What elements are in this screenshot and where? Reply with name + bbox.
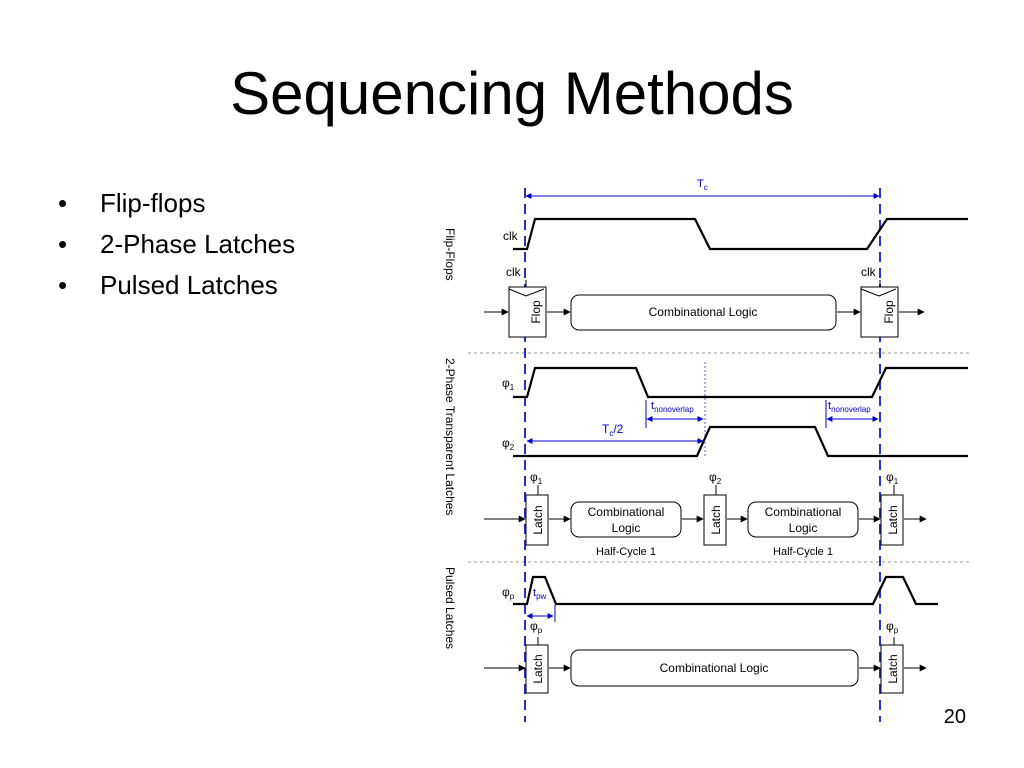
- bullet-marker: •: [58, 270, 68, 300]
- svg-text:Latch: Latch: [531, 654, 545, 683]
- svg-text:Combinational: Combinational: [765, 505, 842, 519]
- slide-number: 20: [943, 706, 966, 728]
- svg-text:Combinational Logic: Combinational Logic: [660, 661, 769, 675]
- pulsed-latch-left: Latch: [525, 644, 549, 694]
- bullet-list: • Flip-flops • 2-Phase Latches • Pulsed Lat…: [58, 183, 295, 306]
- phi1-signal-label: φ1: [502, 376, 515, 392]
- svg-text:Flop: Flop: [529, 300, 543, 324]
- section-label-flipflops: Flip-Flops: [443, 228, 457, 281]
- bullet-pulsed-latches: • Pulsed Latches: [58, 265, 295, 306]
- combinational-logic-2: Combinational Logic: [747, 501, 859, 538]
- flop-left: Flop: [508, 286, 547, 338]
- clk-signal-label: clk: [503, 229, 519, 243]
- svg-text:Latch: Latch: [531, 505, 545, 534]
- tpw-label: tpw: [533, 587, 547, 601]
- latch-2: Latch: [703, 494, 727, 546]
- svg-text:Combinational: Combinational: [588, 505, 665, 519]
- latch-phase-label-left: φp: [530, 619, 543, 635]
- pulsed-latch-right: Latch: [880, 644, 904, 694]
- section-label-pulsed: Pulsed Latches: [443, 567, 457, 649]
- bullet-flip-flops: • Flip-flops: [58, 183, 295, 224]
- phi2-waveform: [513, 425, 968, 458]
- clk-input-label: clk: [861, 265, 877, 279]
- clk-input-label: clk: [506, 265, 522, 279]
- svg-text:Combinational Logic: Combinational Logic: [649, 305, 758, 319]
- bullet-marker: •: [58, 188, 68, 218]
- phi1-waveform: [513, 366, 968, 399]
- section-label-two-phase: 2-Phase Transparent Latches: [443, 358, 457, 515]
- phi2-signal-label: φ2: [502, 436, 515, 452]
- phip-signal-label: φp: [502, 585, 515, 601]
- slide-title: Sequencing Methods: [230, 60, 794, 127]
- svg-text:Latch: Latch: [709, 505, 723, 534]
- latch1-phase-label: φ1: [530, 470, 543, 486]
- clk-waveform: [513, 217, 968, 251]
- bullet-2-phase-latches: • 2-Phase Latches: [58, 224, 295, 265]
- bullet-text: Pulsed Latches: [100, 270, 278, 300]
- combinational-logic-pulsed: Combinational Logic: [570, 649, 859, 687]
- bullet-text: Flip-flops: [100, 188, 206, 218]
- latch-1: Latch: [525, 494, 549, 546]
- tc-label: Tc: [697, 178, 708, 192]
- bullet-marker: •: [58, 229, 68, 259]
- latch-3: Latch: [880, 494, 904, 546]
- latch2-phase-label: φ2: [709, 470, 722, 486]
- half-cycle-label: Half-Cycle 1: [773, 546, 833, 558]
- tnonoverlap-label: tnonoverlap: [828, 400, 871, 414]
- combinational-logic-box: Combinational Logic: [570, 294, 837, 331]
- svg-text:Flop: Flop: [882, 300, 896, 324]
- svg-text:Latch: Latch: [886, 654, 900, 683]
- svg-text:Logic: Logic: [612, 521, 641, 535]
- tnonoverlap-label: tnonoverlap: [651, 400, 694, 414]
- svg-text:Latch: Latch: [886, 505, 900, 534]
- bullet-text: 2-Phase Latches: [100, 229, 296, 259]
- latch-phase-label-right: φp: [886, 619, 899, 635]
- flop-right: Flop: [860, 286, 899, 338]
- svg-text:Logic: Logic: [789, 521, 818, 535]
- latch3-phase-label: φ1: [886, 470, 899, 486]
- half-cycle-label: Half-Cycle 1: [596, 546, 656, 558]
- phip-waveform: [513, 575, 938, 606]
- combinational-logic-1: Combinational Logic: [570, 501, 682, 538]
- tc-half-label: Tc/2: [602, 422, 624, 438]
